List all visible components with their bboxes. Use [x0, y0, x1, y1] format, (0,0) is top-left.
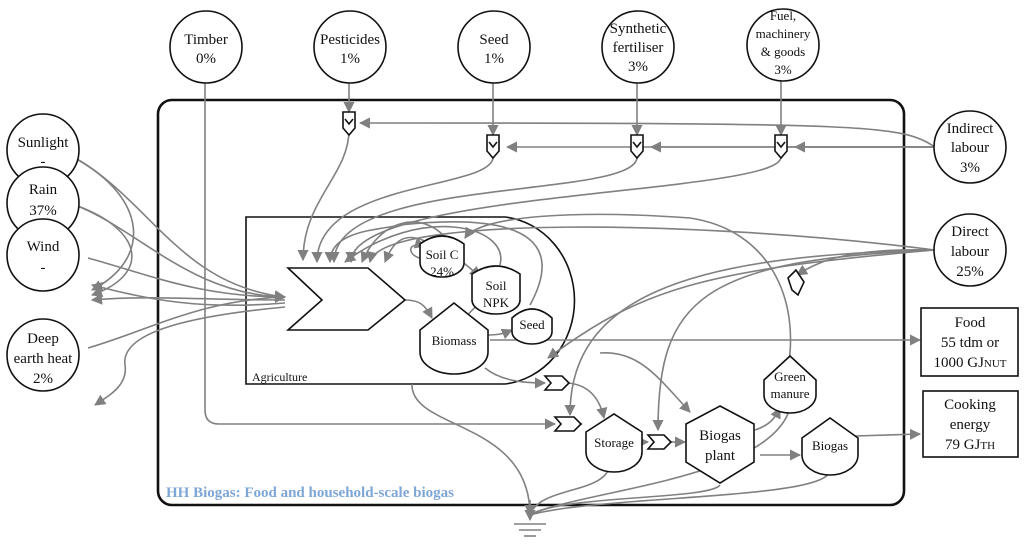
storage-soil-c: Soil C 24% [419, 235, 465, 279]
source-synthetic-fertiliser: Synthetic fertiliser 3% [601, 10, 675, 84]
svg-text:Indirect: Indirect [947, 121, 994, 137]
production-interaction [285, 267, 407, 331]
svg-text:Soil C: Soil C [426, 247, 459, 262]
svg-text:3%: 3% [960, 160, 980, 176]
svg-text:Biomass: Biomass [432, 333, 477, 348]
svg-text:Sunlight: Sunlight [18, 135, 70, 151]
svg-text:Fuel,: Fuel, [770, 8, 796, 23]
svg-text:79 GJTH: 79 GJTH [945, 437, 995, 453]
heat-sink-ground-icon [514, 523, 546, 537]
output-cooking-energy: Cooking energy 79 GJTH [922, 390, 1019, 458]
source-seed: Seed 1% [457, 10, 531, 84]
gate-timber-storage [553, 416, 583, 432]
svg-text:-: - [41, 154, 46, 170]
source-timber: Timber 0% [169, 10, 243, 84]
svg-text:Synthetic: Synthetic [610, 21, 667, 37]
svg-text:Storage: Storage [594, 435, 634, 450]
process-biogas-plant: Biogas plant [685, 405, 755, 484]
agriculture-label: Agriculture [252, 370, 307, 384]
svg-text:Wind: Wind [27, 239, 60, 255]
source-sunlight: Sunlight - [6, 113, 80, 187]
svg-text:Deep: Deep [27, 331, 59, 347]
svg-text:manure: manure [771, 386, 810, 401]
svg-text:1000 GJNUT: 1000 GJNUT [933, 355, 1006, 371]
storage-seed: Seed [511, 308, 553, 345]
svg-text:25%: 25% [956, 264, 984, 280]
storage-biogas: Biogas [801, 417, 859, 476]
svg-text:NPK: NPK [483, 295, 510, 310]
svg-text:2%: 2% [33, 371, 53, 387]
svg-text:3%: 3% [628, 59, 648, 75]
output-food: Food 55 tdm or 1000 GJNUT [920, 307, 1019, 377]
source-indirect-labour: Indirect labour 3% [933, 110, 1007, 184]
svg-text:earth heat: earth heat [14, 351, 74, 367]
gate-biomass-storage [543, 375, 571, 391]
svg-text:machinery: machinery [756, 26, 811, 41]
gate-storage-plant [646, 434, 673, 450]
svg-text:& goods: & goods [761, 44, 805, 59]
svg-text:Seed: Seed [479, 32, 509, 48]
storage-biomass: Biomass [419, 301, 489, 375]
svg-text:Food: Food [955, 315, 986, 331]
storage-storage: Storage [585, 413, 643, 473]
svg-text:labour: labour [951, 140, 989, 156]
svg-text:Green: Green [774, 369, 806, 384]
source-fuel-machinery-goods: Fuel, machinery & goods 3% [746, 8, 820, 82]
svg-text:Rain: Rain [29, 182, 58, 198]
svg-text:Cooking: Cooking [944, 397, 996, 413]
source-wind: Wind - [6, 218, 80, 292]
flow-lines [74, 78, 936, 522]
svg-text:0%: 0% [196, 51, 216, 67]
svg-text:Direct: Direct [951, 224, 989, 240]
svg-text:labour: labour [951, 244, 989, 260]
svg-text:fertiliser: fertiliser [613, 40, 664, 56]
storage-soil-npk: Soil NPK [471, 265, 521, 315]
svg-text:Timber: Timber [184, 32, 228, 48]
svg-text:3%: 3% [774, 62, 792, 77]
storage-green-manure: Green manure [763, 354, 817, 414]
svg-text:Pesticides: Pesticides [320, 32, 380, 48]
gate-fuel [774, 134, 788, 160]
svg-text:1%: 1% [484, 51, 504, 67]
svg-text:plant: plant [705, 448, 736, 464]
svg-text:Biogas: Biogas [699, 428, 741, 444]
svg-text:37%: 37% [29, 203, 57, 219]
svg-text:24%: 24% [430, 264, 454, 279]
gate-pesticides [342, 111, 356, 137]
svg-text:-: - [41, 260, 46, 276]
svg-text:Biogas: Biogas [812, 438, 848, 453]
source-direct-labour: Direct labour 25% [933, 213, 1007, 287]
gate-fertiliser [630, 134, 644, 160]
source-pesticides: Pesticides 1% [313, 10, 387, 84]
source-deep-earth-heat: Deep earth heat 2% [6, 318, 80, 392]
gate-seed [486, 134, 500, 160]
svg-text:Soil: Soil [486, 278, 507, 293]
gate-direct-labour [787, 268, 805, 297]
svg-text:55 tdm or: 55 tdm or [941, 335, 999, 351]
svg-text:1%: 1% [340, 51, 360, 67]
svg-text:energy: energy [950, 417, 991, 433]
interaction-gates [342, 111, 805, 450]
source-rain: Rain 37% [6, 166, 80, 240]
svg-text:Seed: Seed [519, 317, 545, 332]
system-title: HH Biogas: Food and household-scale biog… [166, 485, 454, 501]
